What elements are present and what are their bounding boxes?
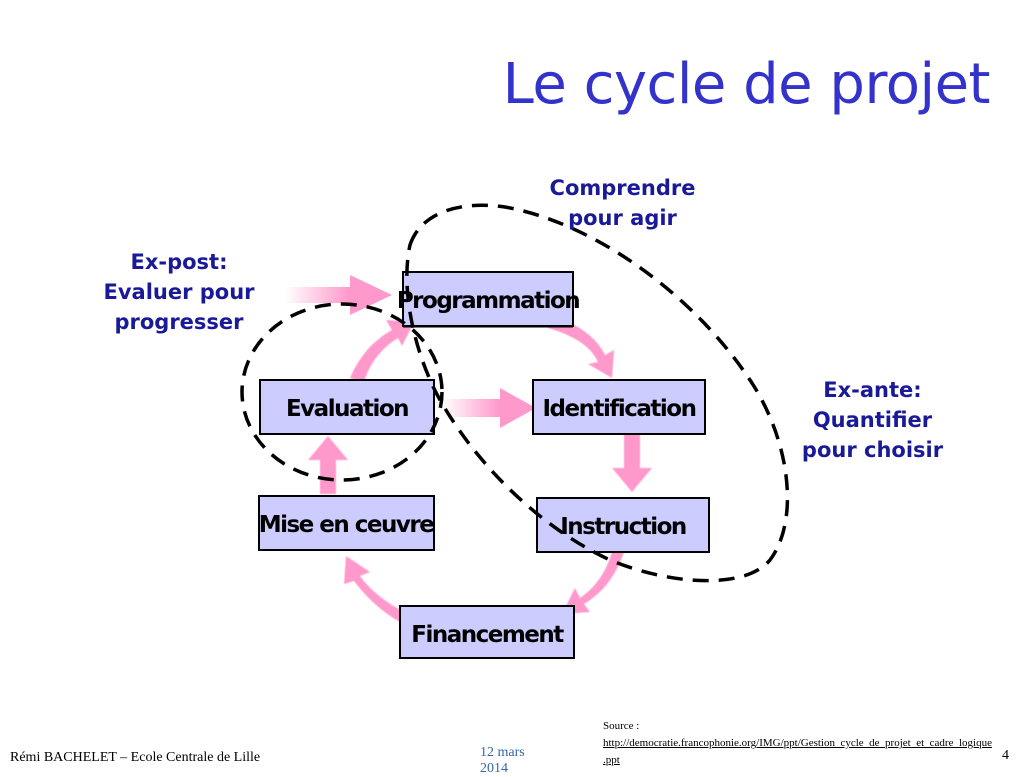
stage-label-instruction: Instruction (560, 514, 686, 540)
annotation-comprendre-line-2: pour agir (568, 206, 677, 230)
arrow-financement-mise (344, 556, 404, 622)
annotation-comprendre: Comprendre pour agir (530, 173, 715, 233)
page-number: 4 (1002, 748, 1009, 763)
arrow-evaluation-to-identification (443, 388, 536, 428)
stage-box-financement: Financement (399, 605, 575, 659)
stage-box-programmation: Programmation (397, 271, 581, 328)
source-citation: Source : http://democratie.francophonie.… (603, 718, 993, 769)
arrow-feedback-to-programmation (285, 275, 392, 315)
stage-label-programmation: Programmation (397, 288, 579, 314)
stage-label-evaluation: Evaluation (286, 396, 408, 422)
slide-title: Le cycle de projet (502, 52, 991, 117)
arrow-mise-evaluation (308, 436, 348, 494)
annotation-ex-ante-line-3: pour choisir (801, 438, 944, 462)
annotation-ex-ante-line-2: Quantifier (812, 408, 933, 432)
annotation-ex-post-line-2: Evaluer pour (103, 280, 255, 304)
project-cycle-diagram: Programmation Identification Instruction… (240, 203, 790, 659)
stage-label-identification: Identification (543, 396, 696, 422)
stage-box-mise-en-oeuvre: Mise en ceuvre (258, 495, 436, 551)
footer-date: 12 mars 2014 (480, 745, 525, 776)
annotation-ex-ante-line-1: Ex-ante: (823, 378, 922, 402)
stage-label-financement: Financement (411, 622, 564, 648)
ex-post-dashed-circle (240, 302, 444, 482)
arrow-instruction-financement (562, 552, 624, 614)
annotation-ex-post-line-1: Ex-post: (130, 250, 228, 274)
stage-box-identification: Identification (532, 379, 706, 435)
arrow-identification-instruction (612, 434, 652, 492)
stage-box-instruction: Instruction (536, 497, 710, 553)
annotation-ex-post-line-3: progresser (114, 310, 244, 334)
annotation-ex-ante: Ex-ante: Quantifier pour choisir (785, 375, 960, 465)
arrow-programmation-identification (548, 316, 614, 378)
source-label: Source : (603, 720, 640, 732)
stage-label-mise-en-oeuvre: Mise en ceuvre (259, 512, 434, 538)
footer-author: Rémi BACHELET – Ecole Centrale de Lille (10, 750, 261, 765)
arrow-evaluation-programmation (350, 320, 414, 382)
ex-ante-dashed-outline (405, 203, 790, 583)
cycle-arrows (308, 316, 652, 622)
stage-box-evaluation: Evaluation (259, 379, 435, 435)
source-link[interactable]: http://democratie.francophonie.org/IMG/p… (603, 737, 992, 766)
annotation-comprendre-line-1: Comprendre (549, 176, 696, 200)
annotation-ex-post: Ex-post: Evaluer pour progresser (88, 247, 270, 337)
